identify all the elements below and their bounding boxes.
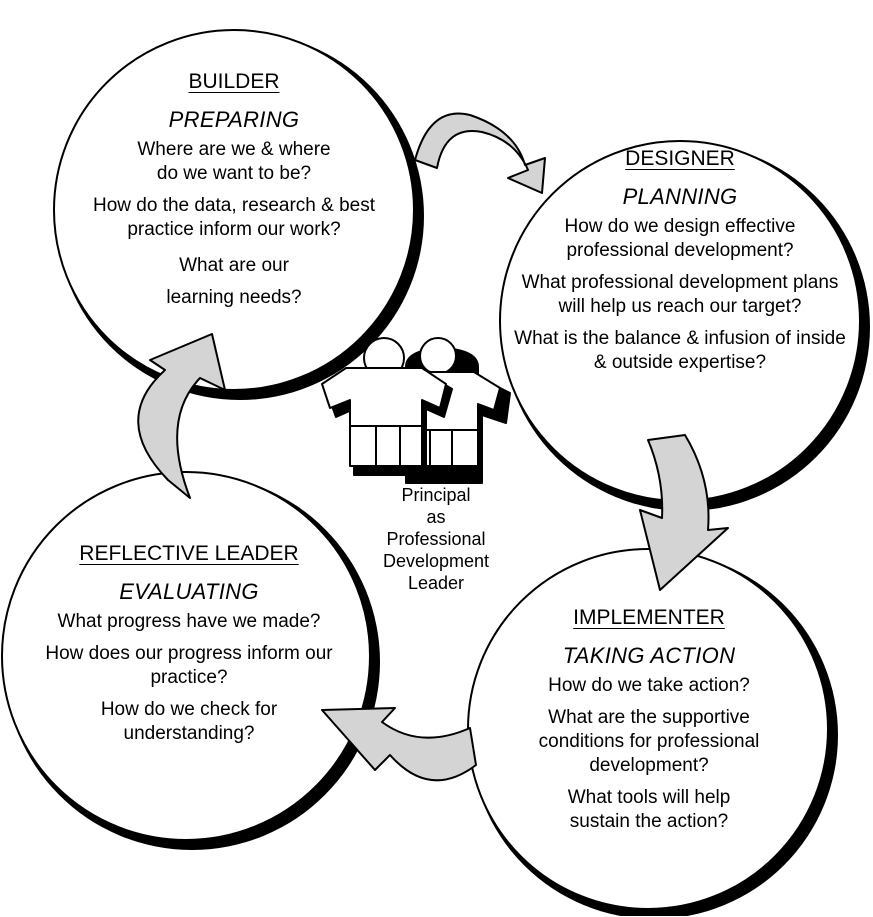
builder-question: Where are we & where do we want to be? xyxy=(137,139,331,184)
reflective-phase: EVALUATING xyxy=(119,579,259,604)
reflective-circle xyxy=(1,471,371,841)
two-people-icon xyxy=(321,337,511,484)
implementer-question: What are the supportive conditions for p… xyxy=(538,707,760,776)
center-label-line: as xyxy=(426,507,446,527)
builder-text: BUILDER PREPARING Where are we & where d… xyxy=(66,70,402,322)
builder-role: BUILDER xyxy=(188,70,280,93)
builder-circle xyxy=(53,29,415,391)
arrow-builder-to-designer xyxy=(414,112,546,194)
designer-question: What professional development plans will… xyxy=(521,272,839,317)
builder-question: How do the data, research & best practic… xyxy=(93,195,375,240)
arrow-implementer-to-reflective xyxy=(321,707,477,782)
implementer-role: IMPLEMENTER xyxy=(573,606,725,629)
reflective-text: REFLECTIVE LEADER EVALUATING What progre… xyxy=(26,542,352,754)
builder-phase: PREPARING xyxy=(168,107,300,132)
arrow-designer-to-implementer xyxy=(639,434,729,591)
center-label-line: Leader xyxy=(407,573,465,593)
reflective-question: How does our progress inform our practic… xyxy=(45,643,333,688)
implementer-question: How do we take action? xyxy=(548,675,750,696)
implementer-text: IMPLEMENTER TAKING ACTION How do we take… xyxy=(504,606,794,842)
designer-question: How do we design effective professional … xyxy=(564,216,796,261)
center-label: Principal as Professional Development Le… xyxy=(372,484,500,594)
reflective-question: What progress have we made? xyxy=(57,611,321,632)
builder-question: What are our learning needs? xyxy=(166,255,302,308)
center-label-line: Professional xyxy=(386,529,486,549)
center-label-line: Principal xyxy=(401,485,471,505)
implementer-phase: TAKING ACTION xyxy=(562,643,736,668)
reflective-question: How do we check for understanding? xyxy=(100,699,278,744)
reflective-role: REFLECTIVE LEADER xyxy=(79,542,299,565)
designer-text: DESIGNER PLANNING How do we design effec… xyxy=(506,147,854,383)
designer-phase: PLANNING xyxy=(622,184,738,209)
center-label-line: Development xyxy=(382,551,490,571)
arrow-reflective-to-builder xyxy=(137,333,226,499)
implementer-question: What tools will help sustain the action? xyxy=(567,787,731,832)
designer-role: DESIGNER xyxy=(625,147,735,170)
designer-question: What is the balance & infusion of inside… xyxy=(514,328,846,373)
